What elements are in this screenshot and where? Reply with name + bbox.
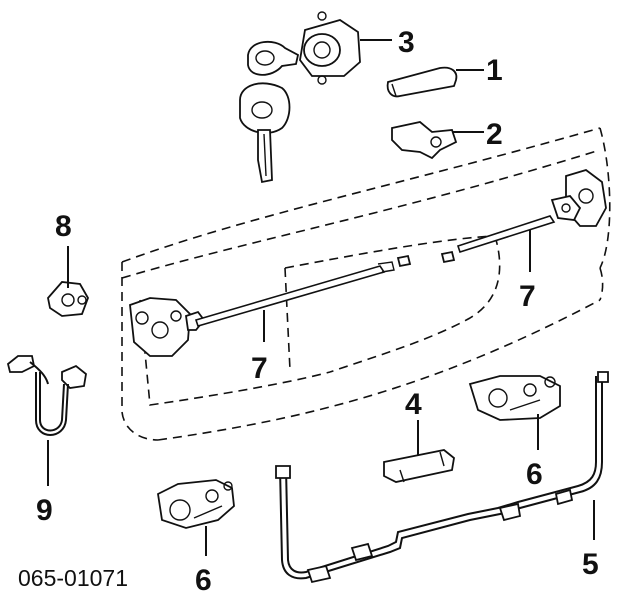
lock-control-rod	[275, 371, 609, 584]
callout-7-right: 7	[519, 280, 536, 313]
lock-cylinder-with-key	[239, 11, 361, 184]
diagram-reference-code: 065-01071	[18, 565, 128, 591]
wire-harness	[6, 355, 87, 436]
outside-handle	[386, 66, 458, 98]
rod-connector-clips	[396, 250, 456, 268]
callout-5: 5	[582, 548, 599, 581]
lock-assembly-left	[157, 479, 235, 529]
back-door-panel-outline	[121, 127, 611, 441]
leader-lines	[47, 39, 595, 556]
handle-bracket	[391, 121, 458, 160]
callout-7-left: 7	[251, 352, 268, 385]
callout-9: 9	[36, 494, 53, 527]
callout-3: 3	[398, 26, 415, 59]
callout-6-upper: 6	[526, 458, 543, 491]
callout-8: 8	[55, 210, 72, 243]
callout-6-lower: 6	[195, 564, 212, 597]
left-door-lock-with-rod	[129, 261, 395, 357]
callout-1: 1	[486, 54, 503, 87]
callout-2: 2	[486, 118, 503, 151]
callout-4: 4	[405, 388, 422, 421]
grommet-part	[47, 281, 89, 317]
door-stopper	[383, 449, 455, 483]
right-door-lock-with-rod	[456, 169, 607, 254]
lock-assembly-right	[468, 375, 561, 421]
